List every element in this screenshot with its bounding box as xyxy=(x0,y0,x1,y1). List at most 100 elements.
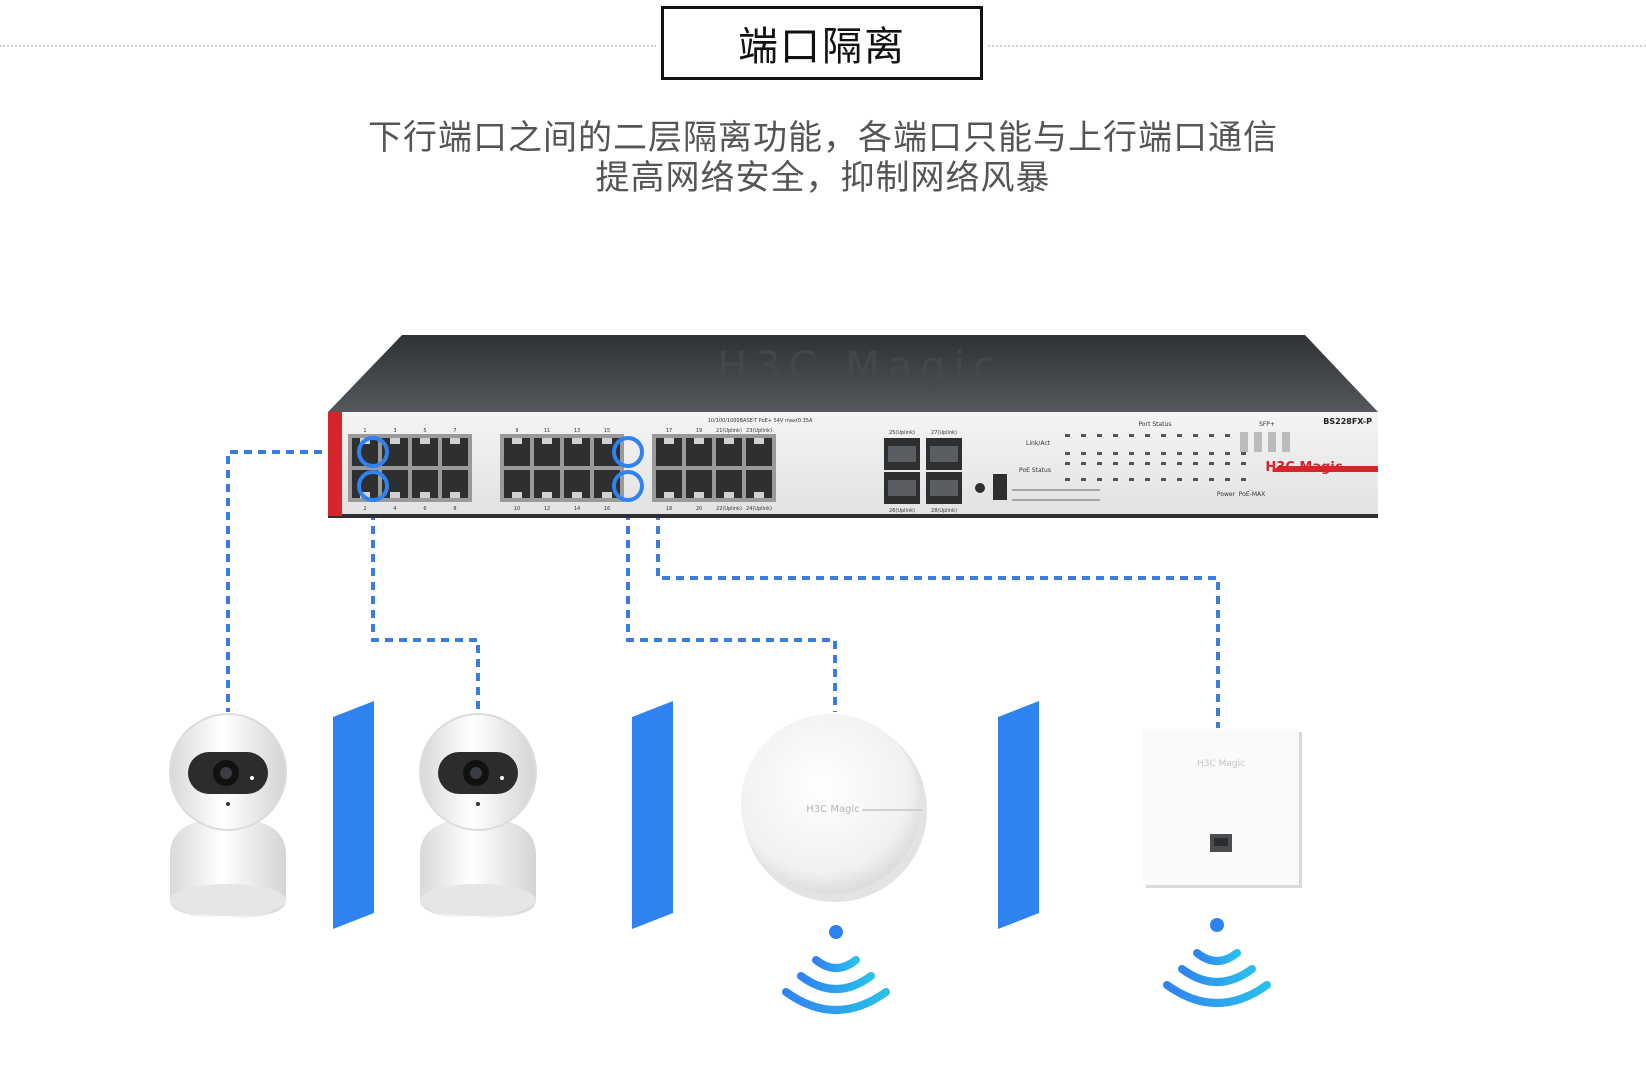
status-led xyxy=(1209,452,1214,455)
brand-red-bar xyxy=(1272,466,1378,472)
status-led xyxy=(1081,434,1086,437)
status-led xyxy=(1145,462,1150,465)
uplink-label-27: 27(Uplink) xyxy=(931,430,957,436)
port-number-bottom: 2 xyxy=(363,506,366,512)
status-led xyxy=(1161,478,1166,481)
wall-access-point: H3C Magic xyxy=(1143,729,1302,888)
port-number-bottom: 10 xyxy=(514,506,520,512)
status-led xyxy=(1193,452,1198,455)
status-led xyxy=(1065,462,1070,465)
rj45-port-latch xyxy=(420,438,430,444)
port-number-top: 7 xyxy=(453,428,456,434)
rj45-port-latch xyxy=(512,438,522,444)
switch-front-panel xyxy=(328,412,1378,516)
status-led xyxy=(1081,478,1086,481)
status-led xyxy=(1145,434,1150,437)
status-led xyxy=(1129,434,1134,437)
status-led xyxy=(1193,434,1198,437)
port-number-top: 21(Uplink) xyxy=(716,428,742,434)
sfp-plus-label: SFP+ xyxy=(1259,421,1275,428)
status-led xyxy=(1113,452,1118,455)
connection-lines xyxy=(226,450,1220,728)
switch-model: BS228FX-P xyxy=(1323,417,1372,426)
rj45-port-latch xyxy=(602,438,612,444)
port-number-top: 23(Uplink) xyxy=(746,428,772,434)
status-led xyxy=(1129,452,1134,455)
port-number-top: 5 xyxy=(423,428,426,434)
port-number-bottom: 6 xyxy=(423,506,426,512)
port-number-top: 15 xyxy=(604,428,610,434)
left-divider xyxy=(0,45,656,47)
switch-bottom-edge xyxy=(328,514,1378,518)
ceiling-ap-logo: H3C Magic xyxy=(806,804,859,815)
status-led xyxy=(1097,452,1102,455)
subtitle-line-2: 提高网络安全，抑制网络风暴 xyxy=(595,158,1051,198)
isolation-panel-2 xyxy=(632,701,673,929)
sfp-status-led xyxy=(1268,432,1276,452)
rj45-port-latch xyxy=(664,438,674,444)
reset-button xyxy=(975,483,985,493)
status-led xyxy=(1225,478,1230,481)
rj45-port-latch xyxy=(602,492,612,498)
switch-top-panel xyxy=(328,335,1378,412)
rj45-port-latch xyxy=(542,492,552,498)
status-led xyxy=(1225,434,1230,437)
subtitle-line-1: 下行端口之间的二层隔离功能，各端口只能与上行端口通信 xyxy=(368,118,1278,158)
status-led xyxy=(1225,452,1230,455)
wifi-icon-1 xyxy=(782,925,890,1014)
status-led xyxy=(1177,478,1182,481)
line-uplink-wall-ap xyxy=(656,498,1220,728)
status-leds xyxy=(1065,432,1290,481)
wifi-icon-2 xyxy=(1163,918,1271,1007)
port-number-top: 3 xyxy=(393,428,396,434)
status-led xyxy=(1209,434,1214,437)
camera-1 xyxy=(169,713,287,918)
port-number-bottom: 16 xyxy=(604,506,610,512)
port-number-bottom: 18 xyxy=(666,506,672,512)
port-number-bottom: 8 xyxy=(453,506,456,512)
rj45-port-latch xyxy=(664,492,674,498)
page-title: 端口隔离 xyxy=(661,6,983,80)
uplink-label-28: 28(Uplink) xyxy=(931,508,957,514)
rj45-port-latch xyxy=(694,492,704,498)
status-led xyxy=(1113,462,1118,465)
rj45-ports: 123456789101112131415161718192021(Uplink… xyxy=(348,428,776,512)
power-label: Power xyxy=(1217,491,1236,498)
status-led xyxy=(1209,478,1214,481)
isolated-port-highlights xyxy=(357,436,644,502)
right-divider xyxy=(988,45,1646,47)
port-number-bottom: 24(Uplink) xyxy=(746,506,772,512)
network-switch: H3C Magic 10/100/1000BASE-T PoE+ 54V max… xyxy=(328,335,1378,518)
status-led xyxy=(1161,452,1166,455)
isolation-panel-3 xyxy=(998,701,1039,929)
status-led xyxy=(1241,478,1246,481)
rj45-port-latch xyxy=(754,438,764,444)
isolation-panel-1 xyxy=(333,701,374,929)
status-led xyxy=(1161,434,1166,437)
status-led xyxy=(1193,478,1198,481)
port-spec-label: 10/100/1000BASE-T PoE+ 54V max(0.35A xyxy=(708,418,813,424)
status-led xyxy=(1065,434,1070,437)
line-port1-camera1 xyxy=(226,450,350,712)
status-led xyxy=(1161,462,1166,465)
link-act-label: Link/Act xyxy=(1026,440,1051,447)
status-led xyxy=(1241,462,1246,465)
rj45-port-latch xyxy=(512,492,522,498)
rj45-port-latch xyxy=(572,438,582,444)
status-led xyxy=(1097,462,1102,465)
rj45-port-latch xyxy=(390,492,400,498)
poe-status-label: PoE Status xyxy=(1019,467,1051,474)
port-number-top: 13 xyxy=(574,428,580,434)
line-port16-ceiling-ap xyxy=(626,498,837,712)
rj45-port-latch xyxy=(450,438,460,444)
port-number-bottom: 20 xyxy=(696,506,702,512)
status-led xyxy=(1177,452,1182,455)
port-number-bottom: 14 xyxy=(574,506,580,512)
switch-top-logo: H3C Magic xyxy=(717,344,1003,390)
line-port2-camera2 xyxy=(371,498,480,712)
switch-brand: H3C Magic xyxy=(1265,460,1342,475)
status-led xyxy=(1241,452,1246,455)
ceiling-access-point: H3C Magic xyxy=(741,714,927,902)
poe-max-label: PoE-MAX xyxy=(1239,491,1265,498)
port-number-top: 1 xyxy=(363,428,366,434)
